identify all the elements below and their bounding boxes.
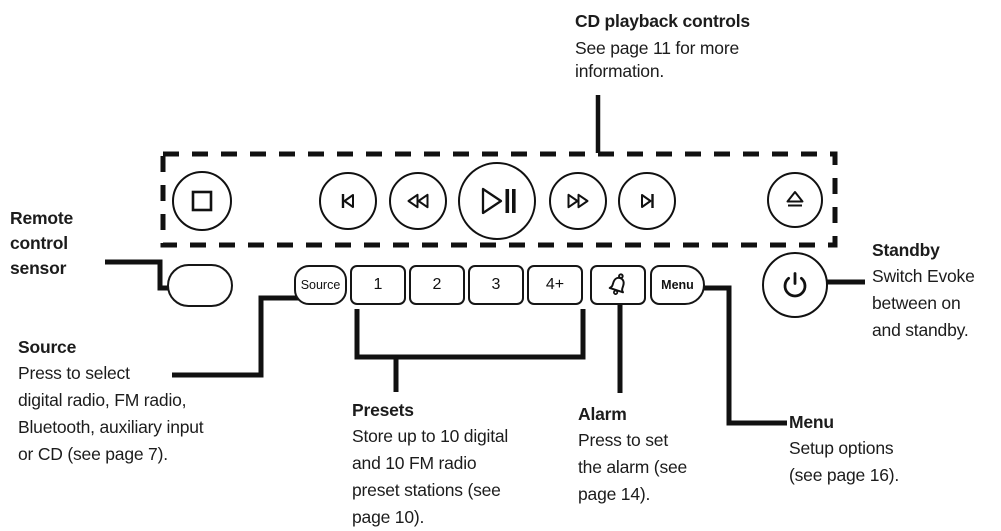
stop-icon: [191, 190, 213, 212]
source-callout: Source Press to select digital radio, FM…: [18, 334, 248, 468]
presets-description: Store up to 10 digital and 10 FM radio p…: [352, 426, 509, 527]
standby-button: [762, 252, 828, 318]
cd-controls-description: See page 11 for more information.: [575, 38, 739, 81]
source-description: Press to select digital radio, FM radio,…: [18, 363, 204, 464]
standby-title: Standby: [872, 240, 940, 260]
menu-callout: Menu Setup options (see page 16).: [789, 409, 949, 489]
next-track-button: [618, 172, 676, 230]
power-icon: [783, 272, 807, 298]
cd-controls-title: CD playback controls: [575, 11, 750, 31]
remote-sensor-callout: Remote control sensor: [10, 206, 130, 281]
source-button: Source: [294, 265, 347, 305]
presets-bracket-line: [354, 309, 586, 360]
alarm-description: Press to set the alarm (see page 14).: [578, 430, 688, 504]
bell-icon: [608, 273, 625, 295]
eject-button: [767, 172, 823, 228]
play-pause-icon: [481, 187, 516, 215]
menu-button-label: Menu: [661, 278, 694, 292]
source-title: Source: [18, 337, 77, 357]
previous-track-icon: [341, 194, 354, 208]
alarm-button: [590, 265, 646, 305]
preset-button-4plus: 4+: [527, 265, 583, 305]
eject-icon: [786, 191, 804, 207]
presets-title: Presets: [352, 400, 414, 420]
fast-forward-button: [549, 172, 607, 230]
menu-title: Menu: [789, 412, 834, 432]
cd-controls-dashed-box: [160, 151, 838, 248]
preset-button-1: 1: [350, 265, 406, 305]
presets-callout: Presets Store up to 10 digital and 10 FM…: [352, 397, 562, 531]
preset-button-3-label: 3: [491, 276, 501, 293]
source-button-label: Source: [300, 278, 341, 292]
stop-button: [172, 171, 232, 231]
rewind-button: [389, 172, 447, 230]
preset-button-2-label: 2: [432, 276, 442, 293]
fast-forward-icon: [567, 193, 589, 209]
preset-button-4plus-label: 4+: [545, 276, 565, 293]
next-track-icon: [641, 194, 654, 208]
remote-sensor-title: Remote control sensor: [10, 208, 73, 278]
cd-controls-callout: CD playback controls See page 11 for mor…: [575, 8, 795, 82]
menu-description: Setup options (see page 16).: [789, 438, 900, 485]
standby-description: Switch Evoke between on and standby.: [872, 266, 975, 340]
menu-button: Menu: [650, 265, 705, 305]
remote-sensor-window: [167, 264, 233, 307]
standby-callout: Standby Switch Evoke between on and stan…: [872, 237, 997, 344]
preset-button-1-label: 1: [373, 276, 383, 293]
menu-callout-line: [698, 285, 787, 426]
preset-button-3: 3: [468, 265, 524, 305]
previous-track-button: [319, 172, 377, 230]
rewind-icon: [407, 193, 429, 209]
alarm-title: Alarm: [578, 404, 627, 424]
preset-button-2: 2: [409, 265, 465, 305]
alarm-callout: Alarm Press to set the alarm (see page 1…: [578, 401, 728, 508]
source-callout-line: [172, 295, 313, 378]
play-pause-button: [458, 162, 536, 240]
